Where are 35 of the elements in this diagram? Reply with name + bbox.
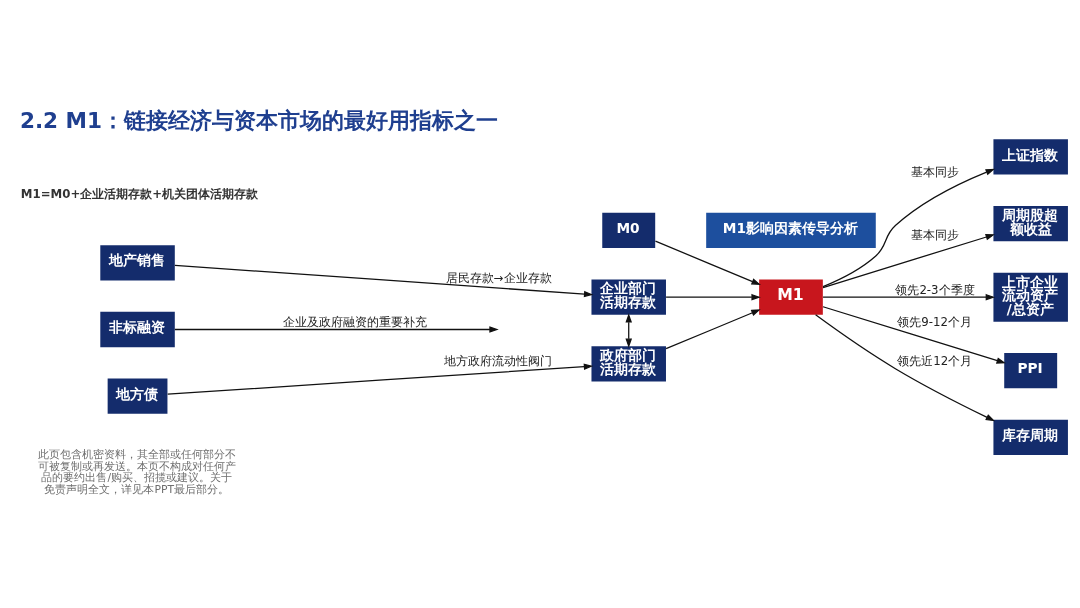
arrow (174, 264, 594, 298)
node-box: PPI (1004, 353, 1058, 389)
arrow (665, 309, 761, 350)
label: M1=M0+企业活期存款+机关团体活期存款 (20, 187, 259, 202)
edge-label: 领先近12个月 (897, 354, 973, 369)
edge-label: 基本同步 (910, 227, 959, 242)
arrow (167, 363, 594, 395)
node-box: 上市企业流动资产/总资产 (993, 272, 1068, 322)
arrow (822, 293, 996, 301)
node-box: 上证指数 (993, 139, 1068, 175)
edge-label: 居民存款→企业存款 (445, 271, 552, 286)
node-box: M1 (759, 279, 823, 315)
node-box: M1影响因素传导分析 (706, 212, 876, 249)
arrow (822, 306, 1006, 364)
node-box: 地产销售 (100, 245, 175, 281)
arrow (822, 168, 995, 288)
arrow (174, 326, 499, 333)
arrow (654, 240, 761, 285)
edge-label: 企业及政府融资的重要补充 (282, 315, 427, 330)
node-box: M0 (602, 212, 656, 249)
arrow (814, 314, 996, 422)
diagram-title: 2.2 M1：链接经济与资本市场的最好用指标之一 (19, 108, 499, 134)
node-box: 政府部门活期存款 (591, 346, 666, 382)
node-box: 库存周期 (993, 419, 1068, 455)
edge-label: 基本同步 (910, 165, 959, 180)
node-box: 企业部门活期存款 (591, 279, 666, 315)
arrow (665, 293, 761, 301)
edge-label: 领先9-12个月 (897, 315, 973, 330)
label: 此页包含机密资料，其全部或任何部分不可被复制或再发送。本页不构成对任何产品的要约出售/购买、招揽或建议。关于免责声明全文，详见本PPT最后部分。 (38, 447, 237, 497)
edge-label: 领先2-3个季度 (895, 282, 975, 297)
edge-label: 地方政府流动性阀门 (444, 354, 553, 369)
arrow (822, 234, 995, 289)
node-box: 周期股超额收益 (993, 205, 1068, 242)
node-box: 地方债 (107, 378, 168, 414)
node-box: 非标融资 (100, 311, 175, 348)
